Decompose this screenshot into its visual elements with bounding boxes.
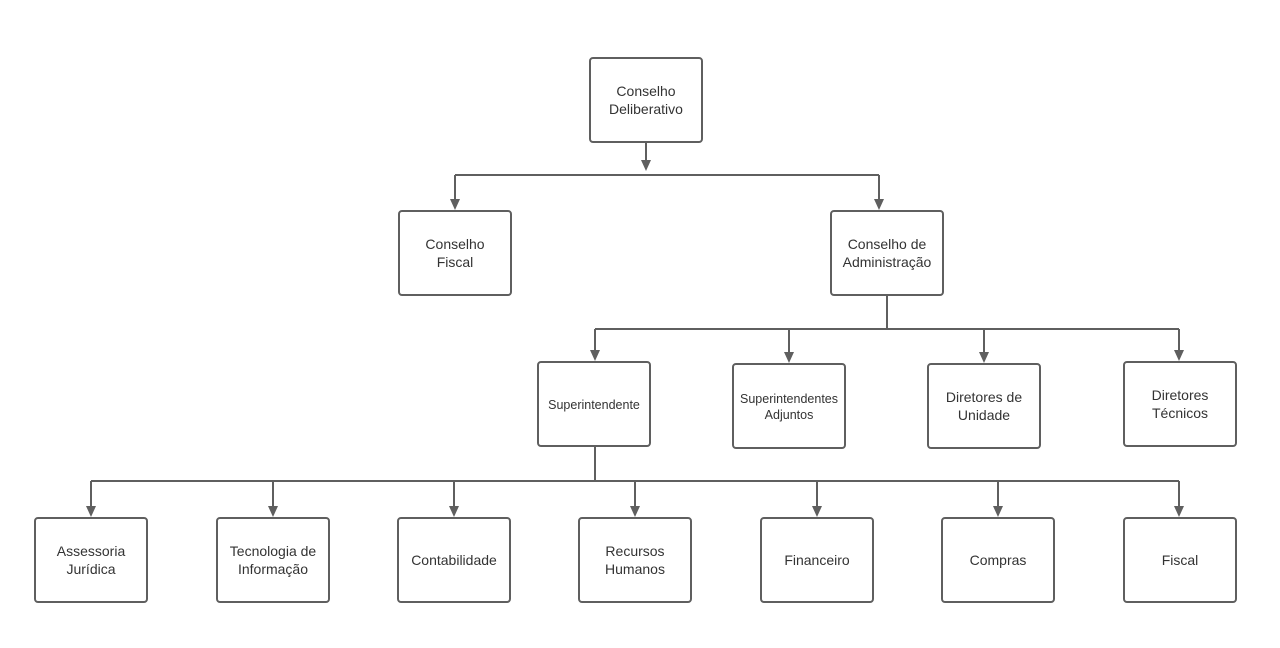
node-label: Jurídica — [66, 561, 115, 577]
nodes: ConselhoDeliberativoConselhoFiscalConsel… — [34, 57, 1237, 603]
arrow-head — [874, 199, 884, 210]
node-label: Unidade — [958, 407, 1010, 423]
arrow-head — [268, 506, 278, 517]
node-label: Superintendente — [548, 398, 640, 412]
edge-deliberativo — [450, 142, 884, 210]
arrow-head — [449, 506, 459, 517]
node-box — [941, 517, 1055, 603]
arrow-head — [450, 199, 460, 210]
node-box — [830, 210, 944, 296]
node-box — [1123, 517, 1237, 603]
node-box — [216, 517, 330, 603]
connectors — [86, 142, 1184, 517]
node-superintendente: Superintendente — [537, 361, 651, 447]
node-financeiro: Financeiro — [760, 517, 874, 603]
node-box — [397, 517, 511, 603]
arrow-head — [1174, 506, 1184, 517]
node-administracao: Conselho de Administração — [830, 210, 944, 296]
node-label: Conselho — [425, 236, 484, 252]
node-label: Técnicos — [1152, 405, 1208, 421]
node-box — [398, 210, 512, 296]
arrow-head — [993, 506, 1003, 517]
node-box — [589, 57, 703, 143]
node-label: Recursos — [605, 543, 664, 559]
node-box — [537, 361, 651, 447]
node-label: Fiscal — [1162, 552, 1199, 568]
node-label: Fiscal — [437, 254, 474, 270]
node-label: Conselho de — [848, 236, 927, 252]
arrow-head — [86, 506, 96, 517]
edge-administracao — [590, 295, 1184, 363]
arrow-head — [812, 506, 822, 517]
node-label: Contabilidade — [411, 552, 497, 568]
node-label: Tecnologia de — [230, 543, 317, 559]
node-label: Compras — [970, 552, 1027, 568]
node-unidade: Diretores de Unidade — [927, 363, 1041, 449]
node-label: Humanos — [605, 561, 665, 577]
node-compras: Compras — [941, 517, 1055, 603]
node-label: Informação — [238, 561, 308, 577]
node-label: Deliberativo — [609, 101, 683, 117]
node-label: Adjuntos — [765, 408, 814, 422]
arrow-head — [1174, 350, 1184, 361]
edge-superintendente — [86, 446, 1184, 517]
arrow-head — [641, 160, 651, 171]
arrow-head — [784, 352, 794, 363]
arrow-head — [630, 506, 640, 517]
node-fiscal: Fiscal — [1123, 517, 1237, 603]
node-box — [760, 517, 874, 603]
node-label: Assessoria — [57, 543, 126, 559]
node-box — [927, 363, 1041, 449]
node-label: Conselho — [616, 83, 675, 99]
node-box — [732, 363, 846, 449]
node-label: Administração — [843, 254, 932, 270]
arrow-head — [979, 352, 989, 363]
node-label: Superintendentes — [740, 392, 838, 406]
arrow-head — [590, 350, 600, 361]
node-label: Diretores de — [946, 389, 1022, 405]
node-box — [34, 517, 148, 603]
node-box — [578, 517, 692, 603]
node-label: Diretores — [1152, 387, 1209, 403]
node-label: Financeiro — [784, 552, 850, 568]
node-contabilidade: Contabilidade — [397, 517, 511, 603]
node-ti: Tecnologia de Informação — [216, 517, 330, 603]
node-box — [1123, 361, 1237, 447]
